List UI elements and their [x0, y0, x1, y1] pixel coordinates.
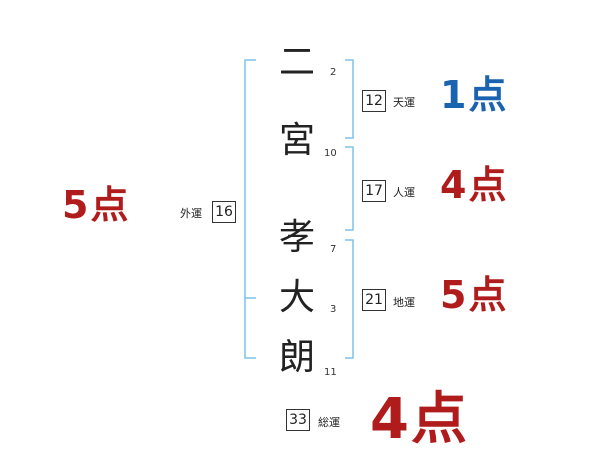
- jin-value-box: 17: [362, 180, 386, 202]
- gai-label: 外運: [180, 207, 202, 220]
- jin-bracket: [345, 146, 354, 231]
- sou-score: 4点: [370, 387, 469, 452]
- stroke-count-2: 10: [324, 148, 337, 159]
- gai-value-box: 16: [212, 201, 236, 223]
- ten-bracket: [345, 59, 354, 139]
- name-char-5: 朗: [279, 337, 316, 378]
- ten-value-box: 12: [362, 90, 386, 112]
- stroke-count-5: 11: [324, 367, 337, 378]
- jin-label: 人運: [393, 186, 415, 199]
- jin-score: 4点: [440, 163, 509, 207]
- sou-label: 総運: [318, 416, 340, 429]
- name-char-2: 宮: [279, 120, 316, 161]
- chi-bracket: [345, 239, 354, 359]
- chi-value-box: 21: [362, 289, 386, 311]
- name-char-3: 孝: [279, 217, 316, 258]
- chi-score: 5点: [440, 273, 509, 317]
- sou-value-box: 33: [286, 409, 310, 431]
- ten-label: 天運: [393, 96, 415, 109]
- gai-score: 5点: [62, 183, 131, 227]
- stroke-count-3: 7: [330, 244, 337, 255]
- ten-score: 1点: [440, 73, 509, 117]
- stroke-count-1: 2: [330, 67, 337, 78]
- stroke-count-4: 3: [330, 304, 337, 315]
- chi-label: 地運: [393, 296, 415, 309]
- name-char-4: 大: [279, 277, 316, 318]
- name-char-1: 二: [279, 42, 316, 83]
- outer-bracket: [244, 59, 256, 359]
